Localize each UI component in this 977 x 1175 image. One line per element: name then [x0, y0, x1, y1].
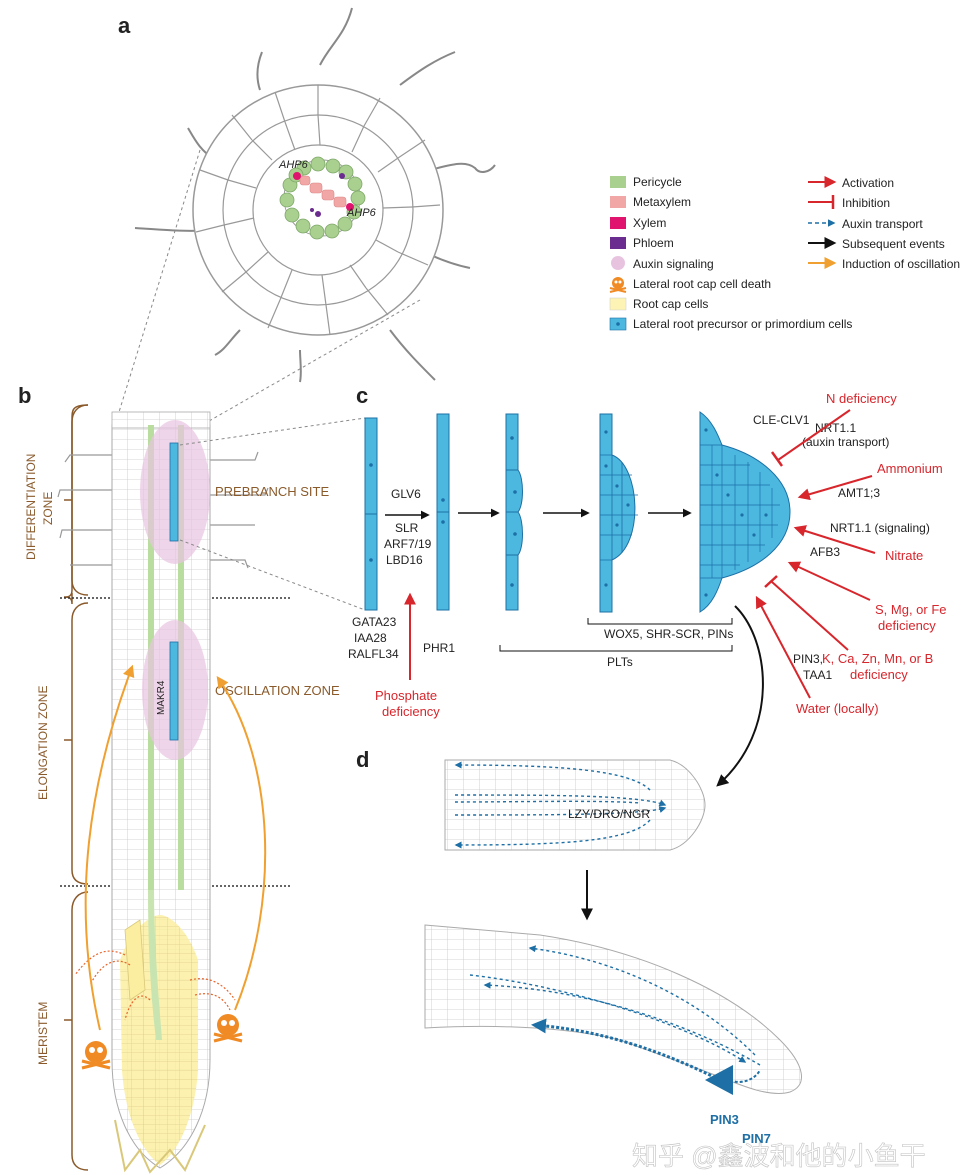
lr-initiation: GLV6 SLR ARF7/19 LBD16 GATA23 IAA28 RALF…	[348, 391, 947, 787]
oscillation-label: OSCILLATION ZONE	[215, 683, 340, 698]
makr4-label: MAKR4	[156, 680, 167, 715]
label-slr: SLR	[395, 521, 419, 535]
zone-label-elongation: ELONGATION ZONE	[36, 686, 50, 800]
skull-icon	[609, 277, 627, 293]
skull-icon-right	[213, 1014, 243, 1043]
panel-letter-a: a	[118, 13, 131, 38]
label-pin3: PIN3	[710, 1112, 739, 1127]
legend-label-activation: Activation	[842, 176, 894, 190]
legend-label-auxin-transport: Auxin transport	[842, 217, 923, 231]
prebranch-cells	[169, 442, 179, 542]
panel-letter-d: d	[356, 747, 369, 772]
label-water: Water (locally)	[796, 701, 879, 716]
watermark: 知乎 @鑫波和他的小鱼干	[632, 1141, 926, 1171]
label-plts: PLTs	[607, 655, 633, 669]
label-nrt-b: (auxin transport)	[802, 435, 889, 449]
label-nitrate: Nitrate	[885, 548, 923, 563]
label-pin3taa-2: TAA1	[803, 668, 832, 682]
label-smgfe-1: S, Mg, or Fe	[875, 602, 947, 617]
label-glv6: GLV6	[391, 487, 421, 501]
label-phr1: PHR1	[423, 641, 455, 655]
label-smgfe-2: deficiency	[878, 618, 936, 633]
label-phosphate-1: Phosphate	[375, 688, 437, 703]
panel-letter-c: c	[356, 383, 368, 408]
pin3-arrowhead	[705, 1065, 733, 1095]
ahp6-label-top: AHP6	[278, 159, 309, 171]
legend-label-auxin: Auxin signaling	[633, 257, 714, 271]
label-amt: AMT1;3	[838, 486, 880, 500]
legend-swatch-phloem	[610, 237, 626, 249]
stage-2-cell-bottom	[436, 511, 450, 611]
legend-label-oscillation: Induction of oscillation	[842, 257, 960, 271]
lr-gravitropism: LZY/DRO/NGR PIN3 PIN7	[424, 759, 802, 1146]
skull-icon-left	[81, 1041, 111, 1070]
label-kca-2: deficiency	[850, 667, 908, 682]
label-phosphate-2: deficiency	[382, 704, 440, 719]
stage-4-primordium	[599, 413, 636, 613]
label-arf: ARF7/19	[384, 537, 432, 551]
label-lbd16: LBD16	[386, 553, 423, 567]
zone-label-differentiation-2: ZONE	[41, 492, 55, 525]
legend-swatch-metaxylem	[610, 196, 626, 208]
label-ralfl34: RALFL34	[348, 647, 399, 661]
inhibition-n-deficiency	[770, 409, 851, 467]
prebranch-label: PREBRANCH SITE	[215, 484, 329, 499]
stage-1-cell-bottom	[364, 513, 378, 611]
legend-label-subsequent: Subsequent events	[842, 237, 945, 251]
legend-swatch-xylem	[610, 217, 626, 229]
root-longitudinal: DIFFERENTIATION ZONE ELONGATION ZONE MER…	[24, 404, 366, 1174]
label-cle: CLE-CLV1	[753, 413, 810, 427]
zone-label-differentiation-1: DIFFERENTIATION	[24, 454, 38, 560]
label-kca-1: K, Ca, Zn, Mn, or B	[822, 651, 933, 666]
legend-label-phloem: Phloem	[633, 236, 674, 250]
label-n-deficiency: N deficiency	[826, 391, 897, 406]
zone-label-meristem: MERISTEM	[36, 1002, 50, 1065]
stage-5-primordium	[699, 411, 791, 613]
legend-label-xylem: Xylem	[633, 216, 666, 230]
inhibition-kca	[764, 575, 849, 651]
legend-label-lrc-death: Lateral root cap cell death	[633, 277, 771, 291]
legend-swatch-pericycle	[610, 176, 626, 188]
stage-2-cell-top	[436, 413, 450, 513]
label-nrt-a: NRT1.1	[815, 421, 856, 435]
legend-label-root-cap: Root cap cells	[633, 297, 708, 311]
legend-swatch-auxin	[611, 256, 625, 270]
label-pin7: PIN7	[742, 1131, 771, 1146]
label-pin3taa-1: PIN3,	[793, 652, 823, 666]
legend-right: Activation Inhibition Auxin transport Su…	[808, 176, 960, 271]
legend-left: Pericycle Metaxylem Xylem Phloem Auxin s…	[609, 175, 852, 331]
legend-label-metaxylem: Metaxylem	[633, 195, 691, 209]
label-afb3: AFB3	[810, 545, 840, 559]
label-gata23: GATA23	[352, 615, 397, 629]
legend-label-inhibition: Inhibition	[842, 196, 890, 210]
label-nrt-signaling: NRT1.1 (signaling)	[830, 521, 930, 535]
label-lzy: LZY/DRO/NGR	[568, 807, 650, 821]
oscillation-cells	[169, 641, 179, 741]
legend-label-lr-precursor: Lateral root precursor or primordium cel…	[633, 317, 852, 331]
legend-label-pericycle: Pericycle	[633, 175, 682, 189]
root-cross-section: AHP6 AHP6	[114, 7, 496, 433]
label-iaa28: IAA28	[354, 631, 387, 645]
label-ammonium: Ammonium	[877, 461, 943, 476]
ahp6-label-bottom: AHP6	[346, 207, 377, 219]
panel-letter-b: b	[18, 383, 31, 408]
inhibition-icon	[808, 195, 835, 209]
legend-swatch-root-cap	[609, 297, 627, 311]
label-wox5: WOX5, SHR-SCR, PINs	[604, 627, 733, 641]
